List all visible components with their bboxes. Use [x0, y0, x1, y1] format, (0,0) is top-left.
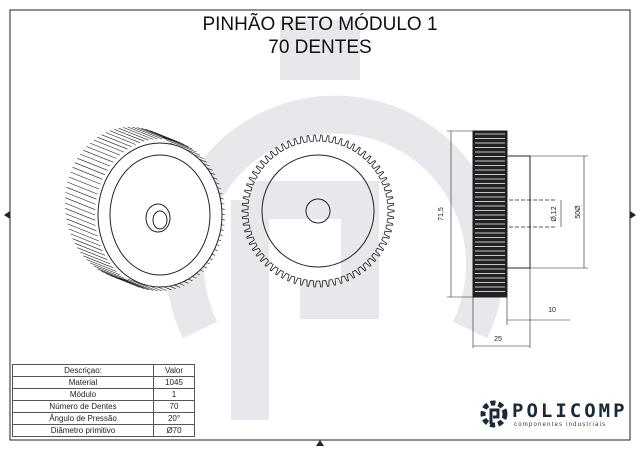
gear-tooth-line: [141, 127, 172, 141]
row-value: 20°: [153, 412, 195, 425]
gear-tooth-line: [97, 136, 128, 150]
gear-tooth-line: [67, 223, 98, 237]
gear-tooth-line: [86, 259, 117, 272]
title-line-2: 70 DENTES: [268, 37, 372, 58]
gear-tooth-line: [70, 233, 101, 247]
dim-hub-diameter: 50Ø: [575, 205, 582, 219]
gear-tooth-line: [68, 228, 100, 242]
gear-tooth-line: [83, 255, 114, 269]
gear-tooth-line: [101, 271, 132, 284]
dim-bore: Ø,12: [551, 206, 558, 221]
gear-logo-icon: [480, 400, 508, 428]
gear-tooth-line: [123, 127, 154, 140]
gear-tooth-line: [105, 273, 136, 286]
row-value: 1: [153, 388, 195, 401]
gear-tooth-line: [127, 278, 158, 292]
gear-tooth-line: [64, 202, 96, 216]
gear-tooth-line: [114, 129, 145, 142]
gear-tooth-line: [65, 192, 96, 205]
front-gear-view: [241, 134, 395, 288]
row-value: 70: [153, 400, 195, 413]
gear-tooth-line: [72, 238, 103, 251]
gear-tooth-line: [65, 208, 96, 221]
gear-tooth-line: [66, 218, 97, 232]
gear-tooth-line: [77, 158, 108, 171]
center-markers: [4, 211, 636, 446]
gear-tooth-line: [66, 186, 97, 200]
gear-tooth-line: [70, 171, 101, 185]
gear-tooth-line: [109, 130, 141, 143]
gear-tooth-line: [154, 132, 185, 145]
row-label: Módulo: [12, 388, 154, 401]
gear-tooth-line: [123, 278, 154, 291]
gear-tooth-line: [86, 146, 117, 159]
gear-tooth-line: [118, 127, 149, 141]
gear-tooth-line: [127, 126, 158, 140]
gear-tooth-line: [65, 213, 96, 226]
gear-tooth-line: [93, 139, 124, 153]
gear-tooth-line: [166, 139, 197, 153]
logo-name: POLICOMP: [512, 400, 628, 422]
dim-hub-length: 10: [548, 307, 556, 314]
dim-total-length: 25: [494, 336, 502, 343]
gear-tooth-line: [83, 149, 114, 163]
gear-tooth-line: [89, 262, 121, 276]
header-value: Valor: [153, 364, 195, 377]
header-description: Descriçao:: [12, 364, 154, 377]
gear-tooth-line: [101, 134, 132, 147]
row-label: Ângulo de Pressão: [12, 412, 154, 425]
gear-tooth-line: [74, 243, 106, 256]
gear-tooth-line: [68, 176, 100, 190]
gear-tooth-line: [65, 197, 96, 210]
gear-tooth-line: [93, 265, 124, 279]
row-value: Ø70: [153, 424, 195, 437]
row-label: Número de Dentes: [12, 400, 154, 413]
logo-tagline: componentes industriais: [514, 422, 607, 428]
policomp-logo: POLICOMP componentes industriais: [478, 398, 625, 435]
gear-tooth-line: [89, 142, 121, 156]
gear-tooth-line: [74, 162, 106, 175]
dim-outer-diameter: 71,5: [438, 207, 445, 221]
gear-tooth-line: [67, 181, 98, 195]
gear-tooth-line: [80, 251, 111, 265]
title-line-1: PINHÃO RETO MÓDULO 1: [202, 14, 438, 35]
gear-tooth-line: [132, 126, 163, 140]
row-value: 1045: [153, 376, 195, 389]
gear-tooth-line: [118, 277, 149, 291]
gear-tooth-line: [97, 268, 128, 282]
side-gear-view: [447, 130, 588, 348]
gear-tooth-line: [158, 134, 189, 147]
gear-tooth-line: [72, 167, 103, 180]
gear-tooth-line: [77, 247, 108, 260]
gear-tooth-line: [80, 153, 111, 167]
gear-tooth-line: [162, 136, 193, 150]
row-label: Material: [12, 376, 154, 389]
isometric-gear-view: [64, 126, 226, 292]
row-label: Diâmetro primitivo: [12, 424, 154, 437]
gear-tooth-line: [105, 132, 136, 145]
gear-tooth-line: [136, 127, 167, 140]
